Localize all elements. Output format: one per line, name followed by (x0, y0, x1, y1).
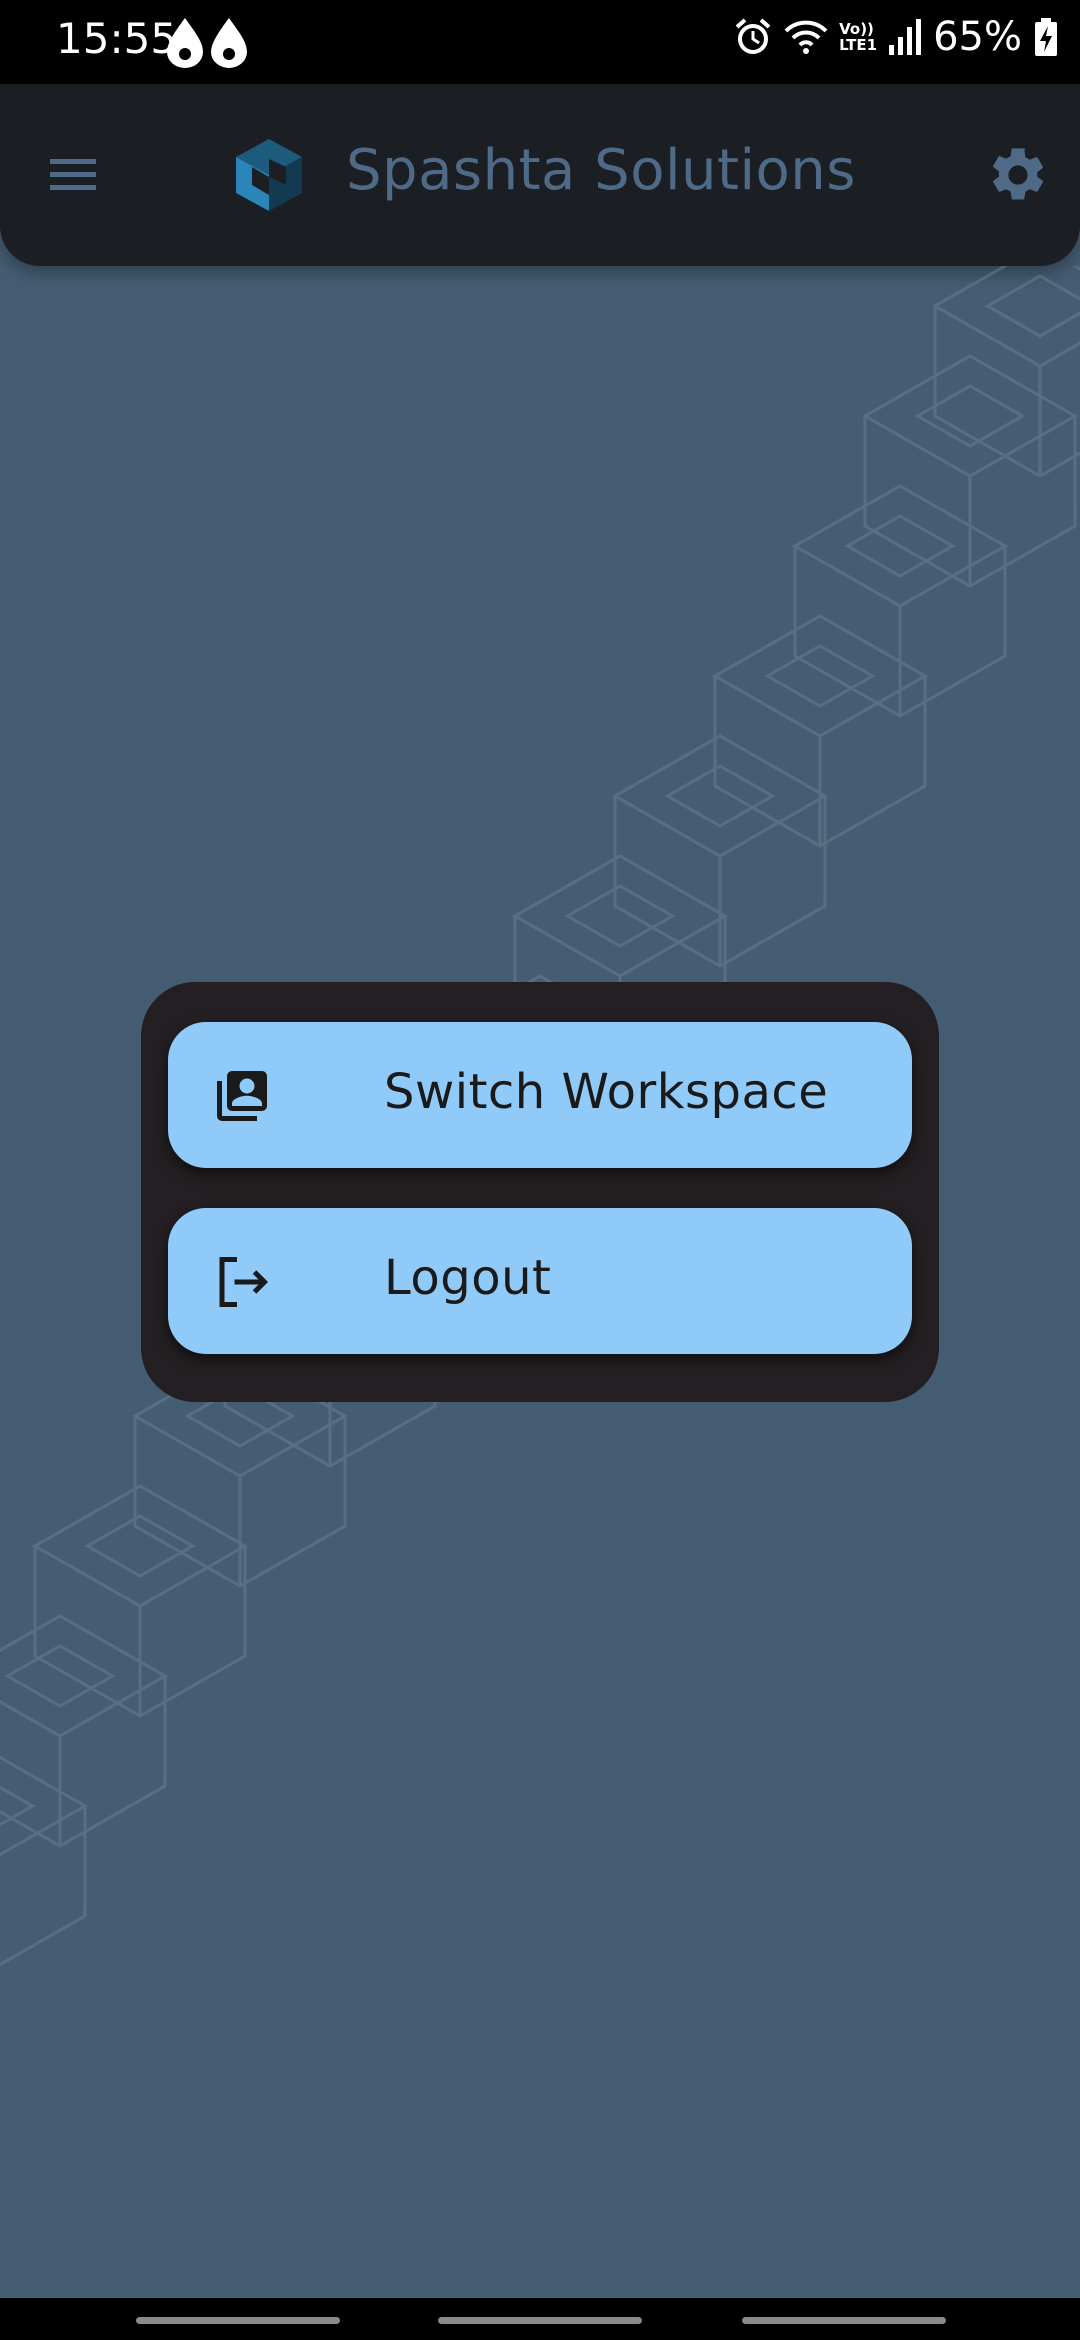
cube-side (0, 1806, 87, 1967)
logout-label: Logout (384, 1250, 552, 1306)
cube-inner (84, 1514, 196, 1578)
switch-workspace-button[interactable]: Switch Workspace (168, 1022, 912, 1168)
system-nav-bar (0, 2298, 1080, 2340)
nav-back[interactable] (742, 2317, 946, 2324)
cube-logo-icon (236, 139, 302, 211)
cube-inner (664, 764, 776, 828)
nav-home[interactable] (438, 2317, 642, 2324)
cube-inner (4, 1644, 116, 1708)
cube-inner (844, 514, 956, 578)
logout-button[interactable]: Logout (168, 1208, 912, 1354)
cube-top (611, 734, 829, 858)
app-logo (232, 137, 306, 217)
cube-top (711, 614, 929, 738)
nav-recents[interactable] (136, 2317, 340, 2324)
battery-charging-icon (1035, 18, 1057, 56)
cube-inner (984, 274, 1080, 338)
status-time: 15:55 (56, 14, 178, 63)
app-bar: Spashta Solutions (0, 84, 1080, 266)
status-bar: 15:55 Vo)) LTE1 (0, 0, 1080, 84)
gear-icon (993, 148, 1043, 200)
wifi-icon (784, 20, 828, 54)
cube-inner (564, 884, 676, 948)
battery-percent: 65% (933, 14, 1022, 60)
cube-inner (0, 1785, 36, 1827)
signal-icon (889, 19, 922, 55)
cube-top (31, 1484, 249, 1608)
cube-side (933, 306, 1080, 478)
cube-inner (184, 1384, 296, 1448)
cube-inner (764, 644, 876, 708)
hamburger-menu-icon (50, 159, 96, 190)
status-right: Vo)) LTE1 65% (733, 14, 1058, 60)
menu-card: Switch Workspace Logout (141, 982, 939, 1402)
alarm-icon (735, 18, 771, 54)
switch-workspace-label: Switch Workspace (384, 1064, 829, 1120)
menu-button[interactable] (40, 142, 106, 208)
cube-top (861, 354, 1079, 478)
settings-button[interactable] (986, 143, 1050, 207)
logout-icon (219, 1257, 269, 1307)
notification-icons (163, 16, 253, 72)
account-box-multiple-icon (217, 1071, 267, 1121)
cube-inner (914, 384, 1026, 448)
app-title: Spashta Solutions (346, 138, 856, 203)
cube-top (0, 1755, 89, 1857)
cube-top (511, 854, 729, 978)
fire-icon (167, 18, 247, 68)
volte-icon: Vo)) LTE1 (839, 20, 878, 54)
